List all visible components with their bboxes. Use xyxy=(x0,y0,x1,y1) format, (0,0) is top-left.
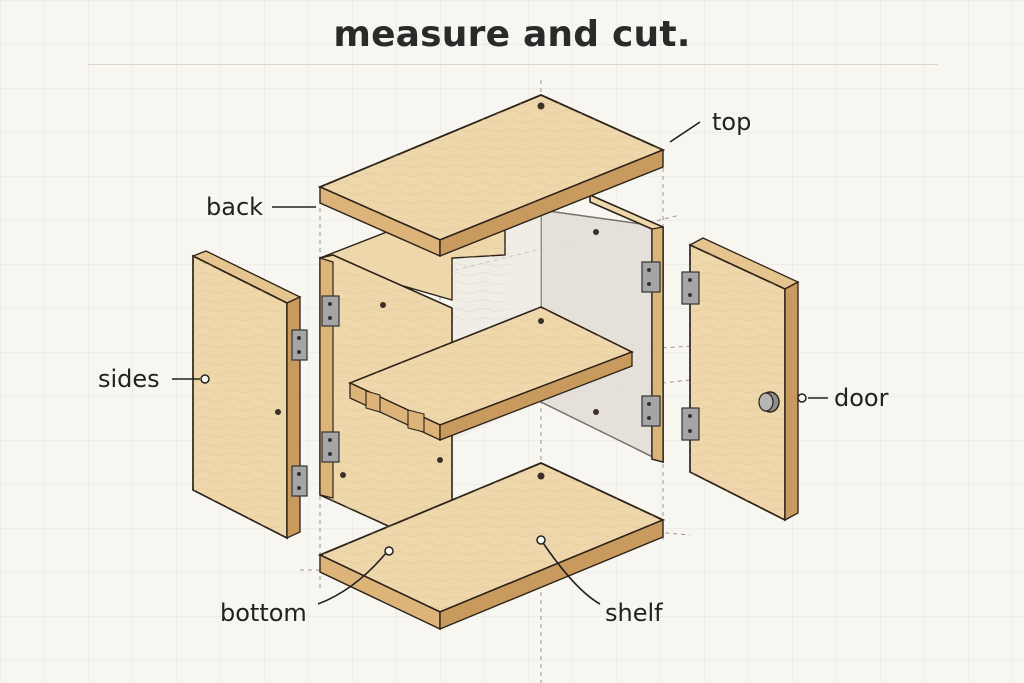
screw-hole-icon xyxy=(537,472,545,480)
label-top: top xyxy=(712,108,751,136)
screw-hole-icon xyxy=(537,102,545,110)
hinge-icon xyxy=(641,395,661,427)
leader-dots xyxy=(200,374,807,556)
label-back: back xyxy=(206,193,263,221)
label-door: door xyxy=(834,384,889,412)
label-shelf: shelf xyxy=(605,599,663,627)
right-side-panel xyxy=(589,193,664,464)
hinge-icon xyxy=(321,295,340,327)
screw-hole-icon xyxy=(275,409,281,415)
bottom-panel xyxy=(317,462,666,631)
screw-hole-icon xyxy=(593,409,599,415)
top-panel xyxy=(317,94,666,258)
label-sides: sides xyxy=(98,365,160,393)
screw-hole-icon xyxy=(593,229,599,235)
hinge-icon xyxy=(291,465,308,497)
hinge-icon xyxy=(321,431,340,463)
hinge-icon xyxy=(641,261,661,293)
label-bottom: bottom xyxy=(220,599,307,627)
screw-hole-icon xyxy=(380,302,386,308)
page-title: measure and cut. xyxy=(333,14,691,55)
middle-shelf xyxy=(347,306,634,442)
hinge-icon xyxy=(681,271,700,305)
door-panel xyxy=(681,237,800,522)
screw-hole-icon xyxy=(340,472,346,478)
screw-hole-icon xyxy=(437,457,443,463)
hinge-icon xyxy=(681,407,700,441)
left-side-panel xyxy=(191,250,308,540)
title-divider xyxy=(88,64,938,65)
label-leaders xyxy=(172,121,828,605)
knob-icon xyxy=(758,391,780,413)
hinge-icon xyxy=(291,329,308,361)
screw-hole-icon xyxy=(538,318,544,324)
